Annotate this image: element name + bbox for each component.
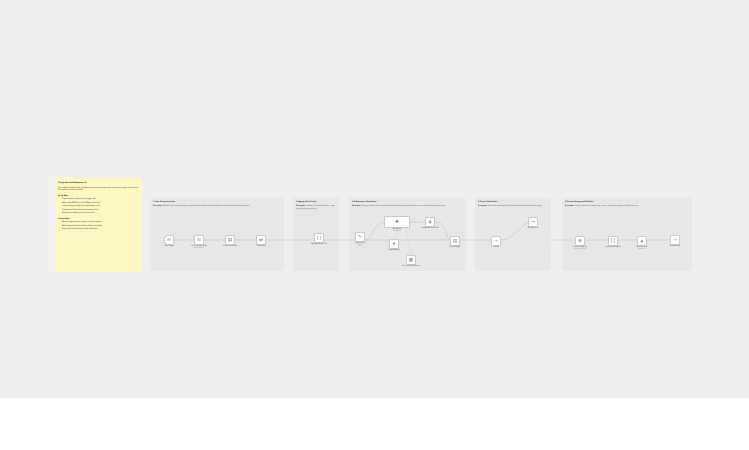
node-label: Parse AI Output [449,247,461,248]
workflow-node[interactable]: ✎ [355,232,365,242]
google-drive-icon: ▲ [639,237,645,243]
workflow-node[interactable]: ⇢ [670,235,680,245]
node-sublabel: Tools Agent [392,231,402,232]
node-sublabel: get: message [194,248,204,249]
node-sublabel: manual [357,245,363,246]
node-sublabel: upload: file [638,249,646,250]
note-tips-title: Customization [58,217,70,220]
section-desc: Watches Gmail for new messages, extracts… [162,206,250,208]
workflow-node[interactable]: ▤ [225,235,235,245]
section-storage[interactable]: 5. Document Storage and Notification Des… [562,198,692,271]
node-label: Simple Memory [388,250,400,251]
note-setup-step: Create the target Google Drive folder an… [62,205,139,208]
section-desc: The agent reasons over the email with a … [361,206,446,208]
workflow-node[interactable]: ▦ [406,255,416,265]
note-tip: Add more branches to the Switch node for… [62,225,139,228]
note-tip: Adjust the agent system prompt to change… [62,221,139,224]
transform-icon: ⇄ [259,236,263,242]
node-label: Upload to Drive [636,247,648,248]
note-tips-list: Adjust the agent system prompt to change… [58,221,139,231]
section-title: 4. Route by Classification [478,202,498,203]
note-setup-step: Configure the Slack channel that receive… [62,209,139,212]
switch-icon: ⇢ [494,237,498,243]
node-sublabel: create: document [573,249,587,250]
workflow-node[interactable]: ⤳ [528,217,538,227]
node-label: Prepare for AI [355,243,365,244]
node-label: Extract Email Body [223,246,237,247]
note-tip: Replace Slack with Teams or email notifi… [62,228,139,231]
chat-model-icon: ◈ [428,218,432,224]
code-icon: ▤ [227,236,233,242]
section-route[interactable]: 4. Route by Classification Description: … [475,198,551,271]
section-desc-label: Description: [352,206,362,208]
section-desc-label: Description: [478,206,488,208]
workflow-node[interactable]: ✉ [164,235,174,245]
section-intake[interactable]: 1. Intake & Preprocess Email Description… [150,198,284,271]
send-icon: ⇢ [673,236,677,242]
node-label: Create a Google Doc [572,247,588,248]
workflow-node[interactable]: ✺ [384,216,410,228]
workflow-node[interactable]: ⇄ [256,235,266,245]
section-desc-label: Description: [565,206,575,208]
google-docs-icon: ⊕ [578,237,582,243]
node-label: Route by Class [527,228,539,229]
aggregate-icon: { } [316,234,322,240]
gmail-icon: ✉ [167,236,171,242]
workflow-node[interactable]: { } [608,236,618,246]
node-label: Gmail Trigger [164,246,174,247]
section-desc: Sends each email down the right branch d… [487,206,543,208]
workflow-node[interactable]: ▤ [450,236,460,246]
workflow-node[interactable]: ⊕ [575,236,585,246]
note-setup-step: Activate the workflow and send a test em… [62,212,139,215]
note-setup-list: Connect Gmail credentials to the trigger… [58,198,139,215]
node-label: AI Classifier [392,229,402,230]
parser-icon: ▤ [452,237,458,243]
workflow-node[interactable]: ● [389,239,399,249]
sticky-note[interactable]: Classify Email with Autonomous AI This w… [55,178,142,271]
node-label: Aggregate Email Data [311,244,327,245]
workflow-node[interactable]: ⇢ [491,236,501,246]
workflow-canvas[interactable]: Classify Email with Autonomous AI This w… [0,0,749,398]
note-setup-title: Set Up Steps [58,194,69,197]
node-label: Send Summary [669,246,681,247]
node-label: Structured Output Parser [402,266,420,267]
node-label: Prepare Drive Update [605,247,621,248]
output-parser-icon: ▦ [408,256,414,262]
note-setup-step: Add an OpenAI API key to the AI Agent ch… [62,202,139,205]
node-label: OpenRouter Chat Model [421,228,439,229]
workflow-node[interactable]: { } [314,233,324,243]
workflow-node[interactable]: N [194,235,204,245]
section-desc-label: Description: [296,206,306,208]
note-setup-step: Connect Gmail credentials to the trigger… [62,198,139,201]
node-label: Clean Email [256,246,266,247]
section-desc: Creates a document in Google Drive, shar… [574,206,639,208]
section-desc: Combines all extracted parts into a sing… [296,206,335,210]
note-intro: This workflow monitors Gmail, classifies… [58,186,138,192]
section-title: 1. Intake & Preprocess Email [153,202,175,203]
notion-icon: N [197,236,201,242]
section-title: 3. AI Autonomous Classification [352,202,377,203]
note-title: Classify Email with Autonomous AI [58,182,87,184]
section-title: 5. Document Storage and Notification [565,202,594,203]
workflow-node[interactable]: ◈ [425,217,435,227]
prepare-icon: { } [610,237,616,243]
ai-agent-icon: ✺ [395,218,399,224]
workflow-node[interactable]: ▲ [637,236,647,246]
edit-fields-icon: ✎ [358,233,362,239]
section-title: 2. Aggregate Email Content [296,202,317,203]
node-label: Get a message details [191,246,207,247]
route-icon: ⤳ [531,218,535,224]
section-desc-label: Description: [153,206,163,208]
node-label: Classify [493,247,499,248]
memory-icon: ● [392,240,396,246]
